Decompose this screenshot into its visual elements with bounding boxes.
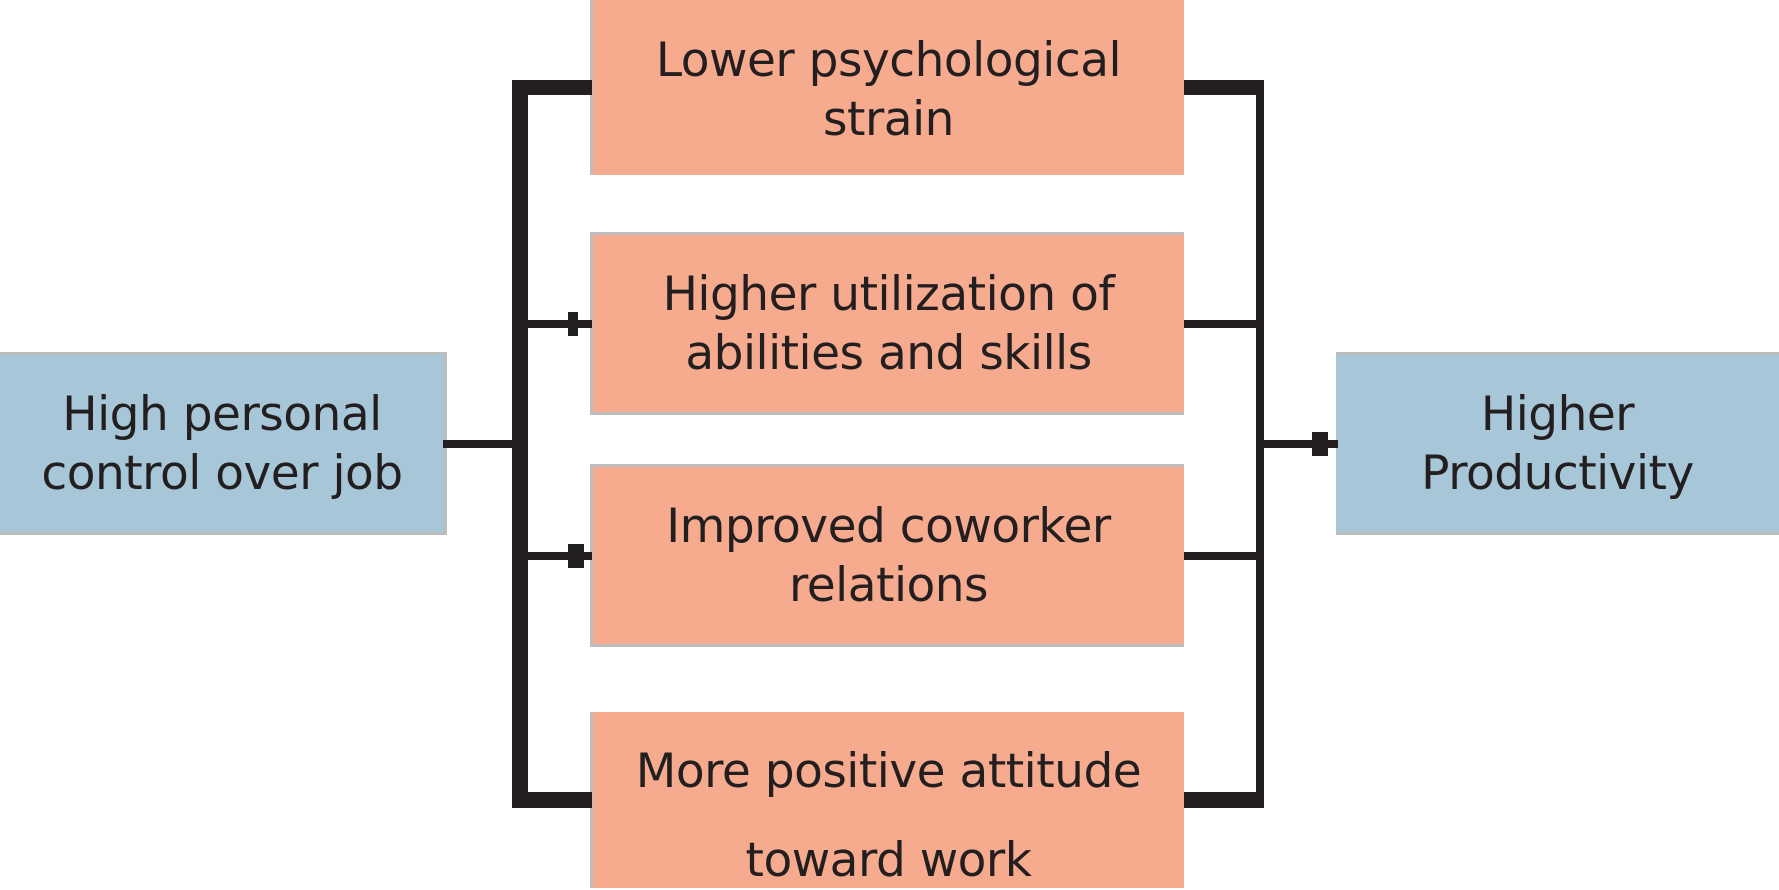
- source-label-line2: control over job: [41, 445, 403, 501]
- arrowhead-marker-icon: [568, 312, 578, 336]
- outcome-connector-line: [1256, 440, 1338, 448]
- left-bracket-top-branch: [512, 80, 592, 95]
- mediator-1-line2: strain: [823, 91, 954, 147]
- left-bracket-bottom-branch: [512, 792, 592, 808]
- mediator-2-line2: abilities and skills: [685, 325, 1092, 381]
- arrowhead-marker-icon: [1312, 432, 1328, 456]
- mediator-1-line1: Lower psychological: [655, 32, 1122, 88]
- mediator-3-line1: Improved coworker: [666, 498, 1111, 554]
- left-bracket-vertical: [512, 80, 528, 808]
- source-box-high-personal-control: High personal control over job: [0, 352, 447, 535]
- right-bracket-branch-3: [1184, 552, 1264, 560]
- source-label-line1: High personal: [62, 386, 382, 442]
- mediator-box-positive-attitude: More positive attitude toward work: [590, 712, 1184, 888]
- mediator-4-line2: toward work: [745, 833, 1032, 888]
- source-connector-line: [443, 440, 513, 448]
- mediator-box-utilization-of-abilities: Higher utilization of abilities and skil…: [590, 232, 1184, 415]
- source-label: High personal control over job: [41, 385, 403, 503]
- outcome-label-line2: Productivity: [1421, 445, 1694, 501]
- left-bracket-branch-3: [512, 552, 592, 560]
- mediator-box-psychological-strain: Lower psychological strain: [590, 0, 1184, 175]
- outcome-label-line1: Higher: [1480, 386, 1635, 442]
- mediator-2-line1: Higher utilization of: [662, 266, 1115, 322]
- right-bracket-branch-2: [1184, 320, 1264, 328]
- outcome-box-higher-productivity: Higher Productivity: [1336, 352, 1779, 535]
- arrowhead-marker-icon: [568, 544, 584, 568]
- mediator-4-line1: More positive attitude: [635, 744, 1142, 799]
- left-bracket-branch-2: [512, 320, 592, 328]
- mediator-3-line2: relations: [788, 557, 989, 613]
- right-bracket-top-branch: [1184, 80, 1264, 95]
- mediator-box-coworker-relations: Improved coworker relations: [590, 464, 1184, 647]
- right-bracket-bottom-branch: [1184, 792, 1264, 808]
